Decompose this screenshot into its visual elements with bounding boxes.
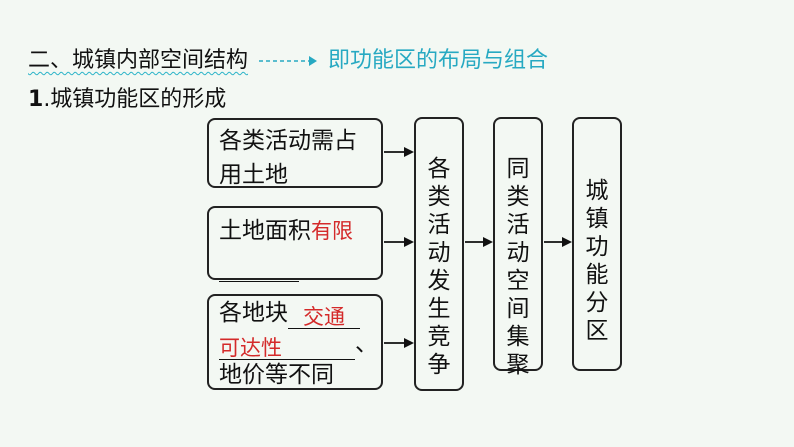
answer-accessibility: 可达性	[219, 336, 282, 360]
factor-parcels-line3: 地价等不同	[219, 362, 334, 388]
arrowhead-icon	[404, 338, 414, 348]
answer-blank-line: 可达性	[219, 333, 355, 360]
subsection-title: 1.城镇功能区的形成	[28, 86, 226, 114]
stage-box-result: 城镇功能分区	[572, 117, 622, 371]
factor-box-land-use: 各类活动需占 用土地	[207, 118, 383, 188]
section-title: 二、城镇内部空间结构	[28, 48, 249, 73]
factor-land-use-line2: 用土地	[219, 162, 288, 188]
arrowhead-icon	[404, 237, 414, 247]
dashed-arrow-icon	[259, 56, 318, 66]
stage-aggregation-text: 同类活动空间集聚	[506, 156, 530, 378]
factor-parcels-prefix: 各地块	[219, 300, 288, 326]
stage-box-aggregation: 同类活动空间集聚	[493, 117, 543, 378]
stage-box-competition: 各类活动发生竞争	[414, 117, 464, 391]
answer-traffic: 交通	[303, 305, 345, 329]
factor-box-land-area: 土地面积有限	[207, 206, 383, 282]
factor-land-area-text: 土地面积	[219, 218, 311, 244]
section-heading: 二、城镇内部空间结构 即功能区的布局与组合	[28, 46, 548, 76]
subsection-number: 1	[28, 87, 44, 112]
factor-land-use-line1: 各类活动需占	[219, 128, 357, 154]
answer-blank-line: 交通	[288, 302, 360, 329]
factor-box-parcels: 各地块交通 可达性 、 地价等不同	[207, 294, 383, 390]
factor-parcels-separator: 、	[355, 331, 378, 357]
answer-blank-line	[219, 255, 299, 282]
stage-result-text: 城镇功能分区	[585, 178, 609, 344]
stage-competition-text: 各类活动发生竞争	[427, 156, 451, 378]
arrowhead-icon	[483, 237, 493, 247]
subsection-text: .城镇功能区的形成	[43, 87, 227, 112]
arrowhead-icon	[404, 147, 414, 157]
answer-limited: 有限	[311, 219, 353, 243]
section-hint: 即功能区的布局与组合	[328, 48, 549, 73]
arrowhead-icon	[562, 237, 572, 247]
